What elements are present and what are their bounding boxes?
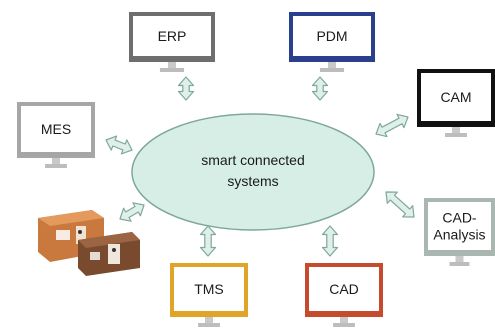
- mes-monitor-neck: [52, 158, 60, 164]
- cad-monitor-neck: [340, 317, 348, 323]
- hub-label-line-2: systems: [227, 173, 278, 189]
- cad-double-arrow: [321, 225, 339, 257]
- hub-label-line-1: smart connected: [201, 152, 305, 168]
- cad-analysis-label-line-1: CAD-: [442, 210, 477, 226]
- cam-monitor-base: [445, 133, 467, 137]
- cad-analysis-monitor-neck: [455, 256, 464, 262]
- erp-label-line-1: ERP: [158, 28, 187, 44]
- mes-label-line-1: MES: [41, 121, 71, 137]
- tms-label-line-1: TMS: [194, 281, 224, 297]
- cad-monitor-screen: [309, 267, 379, 311]
- cad-analysis-double-arrow: [385, 191, 415, 218]
- cad-label-line-1: CAD: [329, 281, 359, 297]
- mes-monitor: MES: [17, 102, 95, 168]
- cam-monitor-screen: [421, 73, 491, 121]
- cad-analysis-monitor-base: [449, 262, 470, 266]
- cam-double-arrow: [375, 113, 409, 138]
- erp-double-arrow: [177, 76, 195, 101]
- connector-arrows: [105, 76, 415, 257]
- tms-monitor-screen: [174, 267, 244, 311]
- pdm-label-line-1: PDM: [316, 28, 347, 44]
- machine-tools-illustration: [38, 210, 140, 276]
- erp-monitor-screen: [133, 16, 211, 56]
- cad-monitor: CAD: [305, 263, 383, 327]
- machines-double-arrow: [119, 202, 145, 222]
- erp-monitor-neck: [168, 62, 176, 68]
- cad-monitor-base: [333, 323, 355, 327]
- pdm-monitor: PDM: [289, 12, 375, 72]
- cam-label-line-1: CAM: [440, 89, 471, 105]
- pdm-monitor-base: [319, 68, 345, 72]
- pdm-monitor-neck: [328, 62, 336, 68]
- hub: smart connected systems: [131, 113, 375, 231]
- mes-double-arrow: [105, 135, 133, 155]
- machine-front: [78, 232, 140, 276]
- tms-monitor: TMS: [170, 263, 248, 327]
- erp-monitor-base: [159, 68, 185, 72]
- hub-ellipse: [131, 113, 375, 231]
- tms-double-arrow: [199, 225, 217, 257]
- pdm-monitor-screen: [293, 16, 371, 56]
- cam-monitor-neck: [452, 127, 460, 133]
- tms-monitor-neck: [205, 317, 213, 323]
- system-monitors: ERP PDM CAM MES CAD-Analysis TMS CAD: [17, 12, 495, 327]
- mes-monitor-screen: [21, 106, 91, 152]
- erp-monitor: ERP: [129, 12, 215, 72]
- tms-monitor-base: [198, 323, 220, 327]
- cam-monitor: CAM: [417, 69, 495, 137]
- mes-monitor-base: [45, 164, 67, 168]
- pdm-double-arrow: [311, 76, 329, 101]
- cad-analysis-monitor-screen: [428, 202, 491, 250]
- cad-analysis-monitor: CAD-Analysis: [424, 198, 495, 266]
- cad-analysis-label-line-2: Analysis: [433, 227, 485, 243]
